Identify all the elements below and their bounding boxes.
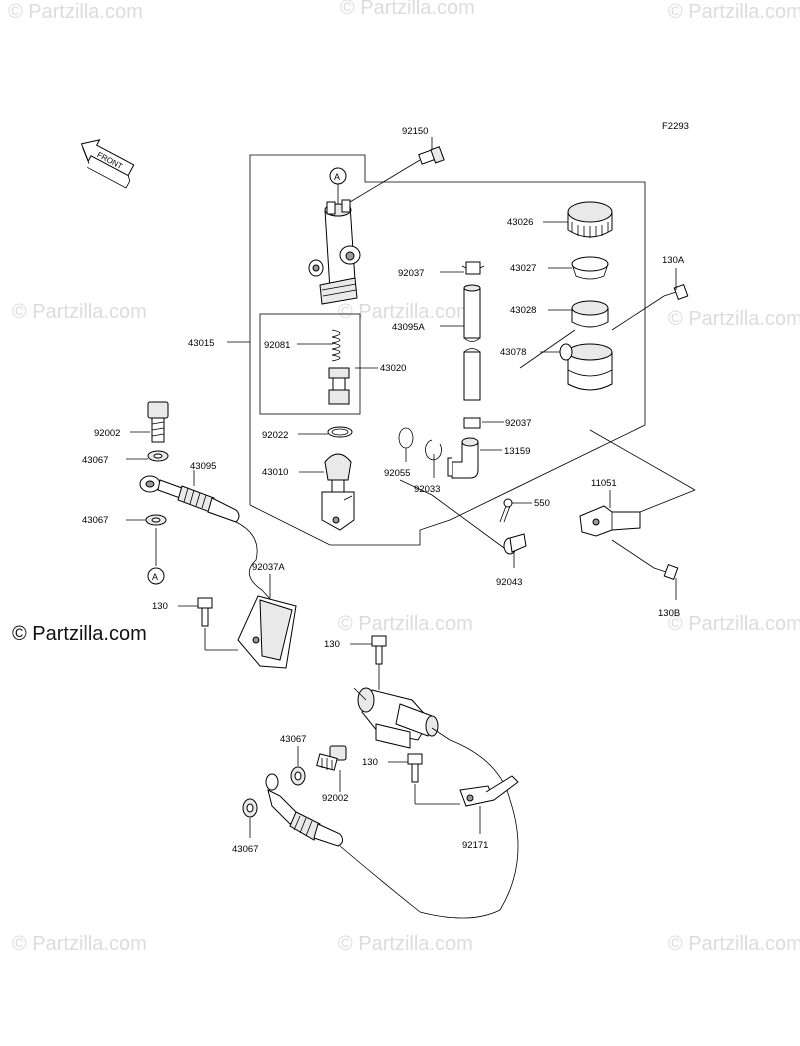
watermark-top-right: © Partzilla.com xyxy=(668,1,800,23)
label-92055: 92055 xyxy=(384,468,410,479)
part-43067-a xyxy=(147,450,169,462)
label-92002-top: 92002 xyxy=(94,428,120,439)
part-130-c xyxy=(407,753,423,783)
watermark-main: © Partzilla.com xyxy=(12,623,147,645)
label-130-c: 130 xyxy=(362,757,378,768)
label-43010: 43010 xyxy=(262,467,288,478)
watermark-mid-left: © Partzilla.com xyxy=(12,301,147,323)
svg-text:A: A xyxy=(152,572,158,582)
label-92037-top: 92037 xyxy=(398,268,424,279)
watermark-mid-right: © Partzilla.com xyxy=(668,308,800,330)
label-43095A: 43095A xyxy=(392,322,425,333)
part-92171 xyxy=(459,775,519,807)
lower-hose-end xyxy=(265,773,421,913)
part-92081-spring xyxy=(331,329,341,362)
watermark-mid-center: © Partzilla.com xyxy=(338,301,473,323)
part-43010 xyxy=(321,453,355,531)
svg-text:A: A xyxy=(334,172,340,182)
assembly-outline xyxy=(249,154,646,546)
part-92002-top xyxy=(147,401,169,443)
label-13159: 13159 xyxy=(504,446,530,457)
label-92033: 92033 xyxy=(414,484,440,495)
label-92002-bottom: 92002 xyxy=(322,793,348,804)
part-92055 xyxy=(398,427,414,449)
part-92033 xyxy=(425,439,442,461)
watermark-lower-right: © Partzilla.com xyxy=(668,613,800,635)
label-130-a: 130 xyxy=(152,601,168,612)
part-43027 xyxy=(571,256,609,280)
figure-code: F2293 xyxy=(662,121,689,132)
part-130-b xyxy=(371,635,387,665)
label-130B: 130B xyxy=(658,608,680,619)
label-43067-d: 43067 xyxy=(232,844,258,855)
part-43067-b xyxy=(145,514,167,526)
part-130A xyxy=(663,284,689,300)
label-43067-a: 43067 xyxy=(82,455,108,466)
watermarks: © Partzilla.com © Partzilla.com © Partzi… xyxy=(8,0,800,955)
part-11051 xyxy=(579,505,641,537)
part-43026 xyxy=(567,201,613,238)
label-43027: 43027 xyxy=(510,263,536,274)
watermark-top-center: © Partzilla.com xyxy=(340,0,475,19)
label-11051: 11051 xyxy=(591,478,617,489)
label-92150: 92150 xyxy=(402,126,428,137)
label-43067-b: 43067 xyxy=(82,515,108,526)
label-130-b: 130 xyxy=(324,639,340,650)
label-92171: 92171 xyxy=(462,840,488,851)
part-43095 xyxy=(139,475,281,611)
label-550: 550 xyxy=(534,498,550,509)
label-92037A: 92037A xyxy=(252,562,285,573)
slave-cylinder xyxy=(353,687,519,919)
part-43028 xyxy=(571,300,609,328)
label-43020: 43020 xyxy=(380,363,406,374)
callout-a-bottom: A xyxy=(147,567,165,585)
part-92022 xyxy=(327,426,353,438)
label-43028: 43028 xyxy=(510,305,536,316)
part-550 xyxy=(499,498,513,523)
part-130B xyxy=(653,564,679,580)
watermark-bottom-right: © Partzilla.com xyxy=(668,933,800,955)
part-43078 xyxy=(559,343,613,391)
label-43026: 43026 xyxy=(507,217,533,228)
watermark-lower-center: © Partzilla.com xyxy=(338,613,473,635)
part-13159 xyxy=(447,437,479,479)
part-43095A xyxy=(463,284,481,401)
label-92043: 92043 xyxy=(496,577,522,588)
label-43078: 43078 xyxy=(500,347,526,358)
part-43020-piston xyxy=(328,367,350,405)
callout-a-top: A xyxy=(329,167,347,205)
part-92150 xyxy=(344,137,445,206)
front-arrow: FRONT xyxy=(80,139,135,189)
part-43067-d xyxy=(242,798,258,818)
watermark-bottom-left: © Partzilla.com xyxy=(12,933,147,955)
label-92037-mid: 92037 xyxy=(505,418,531,429)
label-43095: 43095 xyxy=(190,461,216,472)
watermark-top-left: © Partzilla.com xyxy=(8,1,143,23)
master-cylinder-body xyxy=(308,199,361,305)
part-92037A xyxy=(237,595,297,669)
label-43015: 43015 xyxy=(188,338,214,349)
label-130A: 130A xyxy=(662,255,685,266)
part-130-a xyxy=(197,597,213,627)
part-92043 xyxy=(503,533,527,555)
part-92002-bottom xyxy=(316,745,347,771)
label-92081: 92081 xyxy=(264,340,290,351)
piston-kit-box xyxy=(259,313,361,415)
watermark-bottom-center: © Partzilla.com xyxy=(338,933,473,955)
part-43067-c xyxy=(290,766,306,786)
label-43067-c: 43067 xyxy=(280,734,306,745)
label-92022: 92022 xyxy=(262,430,288,441)
part-92037-mid xyxy=(463,417,481,429)
part-92037-top xyxy=(461,261,485,275)
